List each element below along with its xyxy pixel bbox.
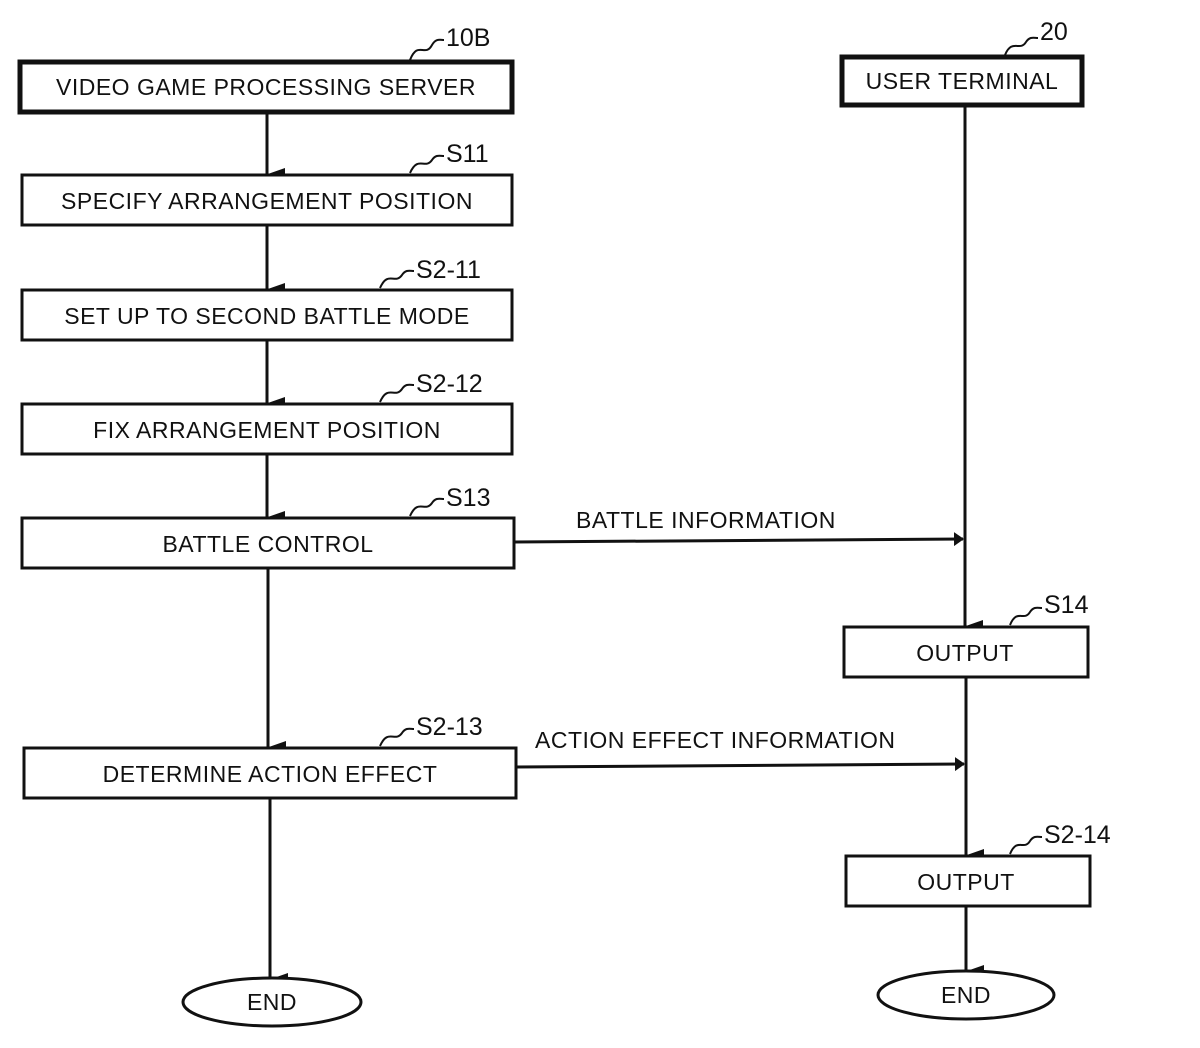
- step-s2-12-label: FIX ARRANGEMENT POSITION: [93, 417, 441, 443]
- step-s2-11-ref: S2-11: [416, 256, 481, 284]
- step-s14-label: OUTPUT: [916, 640, 1014, 666]
- terminal-ref: 20: [1040, 18, 1068, 46]
- terminal-header: USER TERMINAL 20: [842, 18, 1082, 105]
- step-s2-14: OUTPUT S2-14: [846, 821, 1111, 906]
- step-s11-label: SPECIFY ARRANGEMENT POSITION: [61, 188, 473, 214]
- message-battle-information-arrow: [514, 539, 963, 542]
- step-s2-12-leader: [380, 385, 414, 402]
- step-s2-14-leader: [1010, 837, 1042, 854]
- step-s2-12-ref: S2-12: [416, 370, 483, 398]
- step-s2-13: DETERMINE ACTION EFFECT S2-13: [24, 713, 516, 798]
- step-s14-leader: [1010, 608, 1042, 625]
- server-header-label: VIDEO GAME PROCESSING SERVER: [56, 74, 476, 100]
- step-s2-13-leader: [380, 729, 414, 746]
- server-end: END: [183, 978, 361, 1026]
- step-s13-ref: S13: [446, 484, 490, 512]
- message-action-effect-information-arrow: [516, 764, 964, 767]
- terminal-end-label: END: [941, 982, 991, 1008]
- server-ref: 10B: [446, 24, 490, 52]
- step-s2-14-ref: S2-14: [1044, 821, 1111, 849]
- step-s2-13-label: DETERMINE ACTION EFFECT: [103, 761, 438, 787]
- message-action-effect-information-label: ACTION EFFECT INFORMATION: [535, 727, 895, 753]
- step-s11-leader: [410, 156, 444, 173]
- server-header: VIDEO GAME PROCESSING SERVER 10B: [20, 24, 512, 112]
- step-s2-13-ref: S2-13: [416, 713, 483, 741]
- server-end-label: END: [247, 989, 297, 1015]
- step-s2-11-leader: [380, 271, 414, 288]
- terminal-ref-leader: [1005, 38, 1038, 55]
- step-s13-label: BATTLE CONTROL: [162, 531, 373, 557]
- message-battle-information-label: BATTLE INFORMATION: [576, 507, 836, 533]
- message-battle-information: BATTLE INFORMATION: [514, 507, 963, 542]
- step-s13-leader: [410, 499, 444, 516]
- step-s2-11-label: SET UP TO SECOND BATTLE MODE: [64, 303, 470, 329]
- terminal-end: END: [878, 971, 1054, 1019]
- step-s2-14-label: OUTPUT: [917, 869, 1015, 895]
- step-s14-ref: S14: [1044, 591, 1089, 619]
- server-ref-leader: [410, 40, 444, 60]
- step-s11-ref: S11: [446, 140, 489, 168]
- terminal-header-label: USER TERMINAL: [866, 68, 1059, 94]
- message-action-effect-information: ACTION EFFECT INFORMATION: [516, 727, 964, 767]
